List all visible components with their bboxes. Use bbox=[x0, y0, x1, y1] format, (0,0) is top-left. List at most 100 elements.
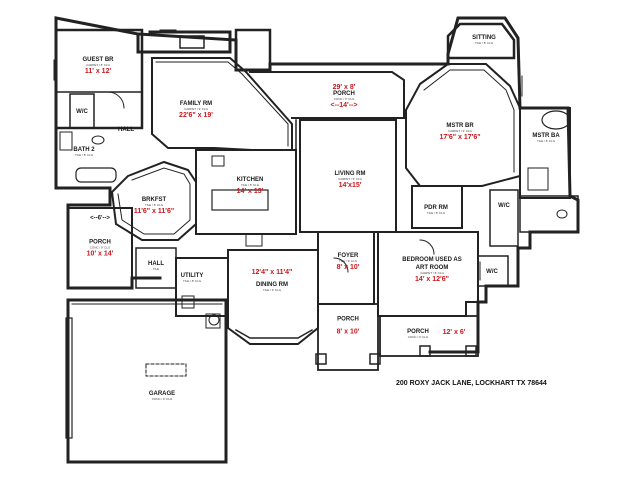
wic-art-walls bbox=[477, 255, 509, 287]
room-name: FAMILY RM bbox=[179, 101, 213, 107]
room-finish: TILE / 8' CLG bbox=[144, 203, 164, 207]
room-family-rm: FAMILY RM CARPET / 9' CLG 22'6" x 19' bbox=[179, 101, 213, 119]
room-finish: TILE / 8' CLG bbox=[182, 279, 202, 283]
master-ba-walls bbox=[519, 107, 571, 199]
room-finish: TILE / 8' CLG bbox=[240, 183, 260, 187]
room-hall-left: HALL bbox=[118, 127, 134, 133]
room-wic-right: W/C bbox=[498, 203, 510, 209]
toilet-master bbox=[556, 209, 568, 219]
garage-attic-hatch bbox=[145, 363, 187, 377]
room-dimension: 14' x 12'6" bbox=[415, 276, 449, 283]
utility-walls bbox=[175, 257, 229, 317]
room-sitting: SITTING TILE / 8' CLG bbox=[472, 35, 496, 45]
room-dining-rm: 12'4" x 11'4" DINING RM TILE / 9' CLG bbox=[252, 268, 293, 292]
dryer bbox=[208, 314, 220, 326]
room-garage: GARAGE CONC / 9' CLG bbox=[149, 391, 175, 401]
room-dimension: <--14'--> bbox=[330, 102, 358, 109]
foyer-door-arc bbox=[333, 257, 349, 273]
room-finish: CONC / 9' CLG bbox=[89, 245, 111, 250]
toilet-left bbox=[91, 135, 105, 145]
room-utility: UTILITY TILE / 8' CLG bbox=[181, 273, 204, 283]
room-name: PORCH bbox=[89, 239, 111, 246]
porch-front-walls bbox=[317, 303, 379, 371]
room-mstr-br: MSTR BR CARPET / 9' CLG 17'6" x 17'6" bbox=[439, 123, 480, 141]
room-dimension: 8' x 10' bbox=[336, 328, 360, 336]
room-guest-br: GUEST BR CARPET / 8' CLG 11' x 12' bbox=[82, 57, 113, 75]
porch-front-column-right bbox=[369, 353, 381, 365]
room-dimension: 11'6" x 11'6" bbox=[133, 208, 175, 215]
room-finish: CARPET / 9' CLG bbox=[338, 177, 362, 181]
garage-door-left bbox=[65, 317, 73, 439]
room-finish: CARPET / 8' CLG bbox=[420, 271, 444, 275]
room-finish: TILE bbox=[152, 267, 160, 271]
bathtub-left bbox=[75, 167, 117, 183]
room-wic-art: W/C bbox=[486, 269, 498, 275]
room-porch-front: PORCH 8' x 10' bbox=[337, 317, 360, 336]
room-name: W/C bbox=[486, 269, 498, 275]
room-finish: CARPET / 9' CLG bbox=[184, 107, 208, 111]
room-finish: CONC / 9' CLG bbox=[333, 97, 355, 101]
room-dimension: 8' x 10' bbox=[336, 264, 360, 271]
room-name: MSTR BR bbox=[446, 123, 474, 129]
room-name: HALL bbox=[118, 127, 134, 133]
porch-top-inner bbox=[249, 71, 405, 119]
room-bath2: BATH 2 TILE / 8' CLG bbox=[73, 147, 94, 157]
room-name: W/C bbox=[76, 109, 88, 115]
room-porch-right: PORCH CONC / 9' CLG bbox=[407, 329, 429, 339]
room-foyer: FOYER TILE / 9' CLG 8' x 10' bbox=[337, 253, 360, 271]
room-hall-mid: HALL TILE bbox=[148, 261, 164, 271]
room-wic-left: W/C bbox=[76, 109, 88, 115]
pdr-rm-walls bbox=[411, 185, 463, 229]
garage-walls bbox=[66, 298, 228, 464]
room-living-rm: LIVING RM CARPET / 9' CLG 14'x15' bbox=[335, 171, 366, 189]
room-name: PDR RM bbox=[424, 205, 448, 211]
porch-right-walls bbox=[379, 315, 479, 357]
room-name: DINING RM bbox=[255, 282, 288, 288]
porch-right-column-a bbox=[419, 345, 431, 357]
dining-bay bbox=[234, 328, 314, 339]
room-porch-left: <--6'--> PORCH CONC / 9' CLG 10' x 14' bbox=[87, 215, 114, 258]
porch-right-column-b bbox=[465, 345, 477, 357]
room-finish: CONC / 9' CLG bbox=[407, 335, 429, 339]
room-dimension: 14' x 13' bbox=[236, 188, 264, 195]
room-finish: CARPET / 9' CLG bbox=[448, 129, 472, 133]
room-dimension: 10' x 14' bbox=[86, 250, 114, 258]
room-finish: TILE / 9' CLG bbox=[338, 259, 358, 263]
room-name: KITCHEN bbox=[236, 177, 264, 183]
room-kitchen: KITCHEN TILE / 8' CLG 14' x 13' bbox=[237, 177, 264, 195]
guest-br-walls bbox=[54, 28, 144, 130]
room-dimension: 22'6" x 19' bbox=[179, 112, 213, 119]
room-dimension: 17'6" x 17'6" bbox=[439, 134, 481, 141]
outer-wall-porch-top bbox=[234, 28, 272, 66]
room-bedroom-art: BEDROOM USED AS ART ROOM CARPET / 8' CLG… bbox=[402, 257, 461, 283]
vanity-left bbox=[59, 131, 73, 151]
property-address: 200 ROXY JACK LANE, LOCKHART TX 78644 bbox=[396, 380, 547, 387]
room-name: PORCH bbox=[337, 316, 359, 323]
master-shower bbox=[527, 167, 549, 191]
breakfast-inner bbox=[117, 167, 191, 235]
room-mstr-ba: MSTR BA TILE / 8' CLG bbox=[532, 133, 559, 143]
family-room-inner bbox=[155, 61, 289, 147]
room-finish: TILE / 9' CLG bbox=[262, 288, 282, 292]
dining-walls bbox=[227, 249, 319, 345]
room-name: HALL bbox=[148, 261, 164, 267]
room-finish: TILE / 8' CLG bbox=[74, 153, 94, 157]
room-dimension-overall: <--6'--> bbox=[90, 215, 110, 222]
room-finish: CARPET / 8' CLG bbox=[86, 63, 110, 67]
room-dimension: 12' x 6' bbox=[442, 329, 466, 336]
room-name: MSTR BA bbox=[532, 133, 560, 139]
garage-step bbox=[205, 313, 221, 329]
room-porch-right-dim: 12' x 6' bbox=[443, 328, 466, 336]
room-dimension: 14'x15' bbox=[338, 182, 362, 189]
room-finish: TILE / 8' CLG bbox=[474, 41, 494, 45]
room-name: SITTING bbox=[472, 35, 496, 41]
room-name-line2: ART ROOM bbox=[415, 265, 449, 271]
room-porch-top: 29' x 8' PORCH CONC / 9' CLG <--14'--> bbox=[331, 83, 358, 109]
room-name: BATH 2 bbox=[73, 147, 95, 153]
master-tub bbox=[541, 110, 571, 130]
kitchen-island bbox=[211, 189, 269, 211]
wic-right-walls bbox=[489, 189, 519, 247]
kitchen-sink bbox=[211, 155, 225, 167]
room-dimension: 12'4" x 11'4" bbox=[251, 269, 293, 276]
